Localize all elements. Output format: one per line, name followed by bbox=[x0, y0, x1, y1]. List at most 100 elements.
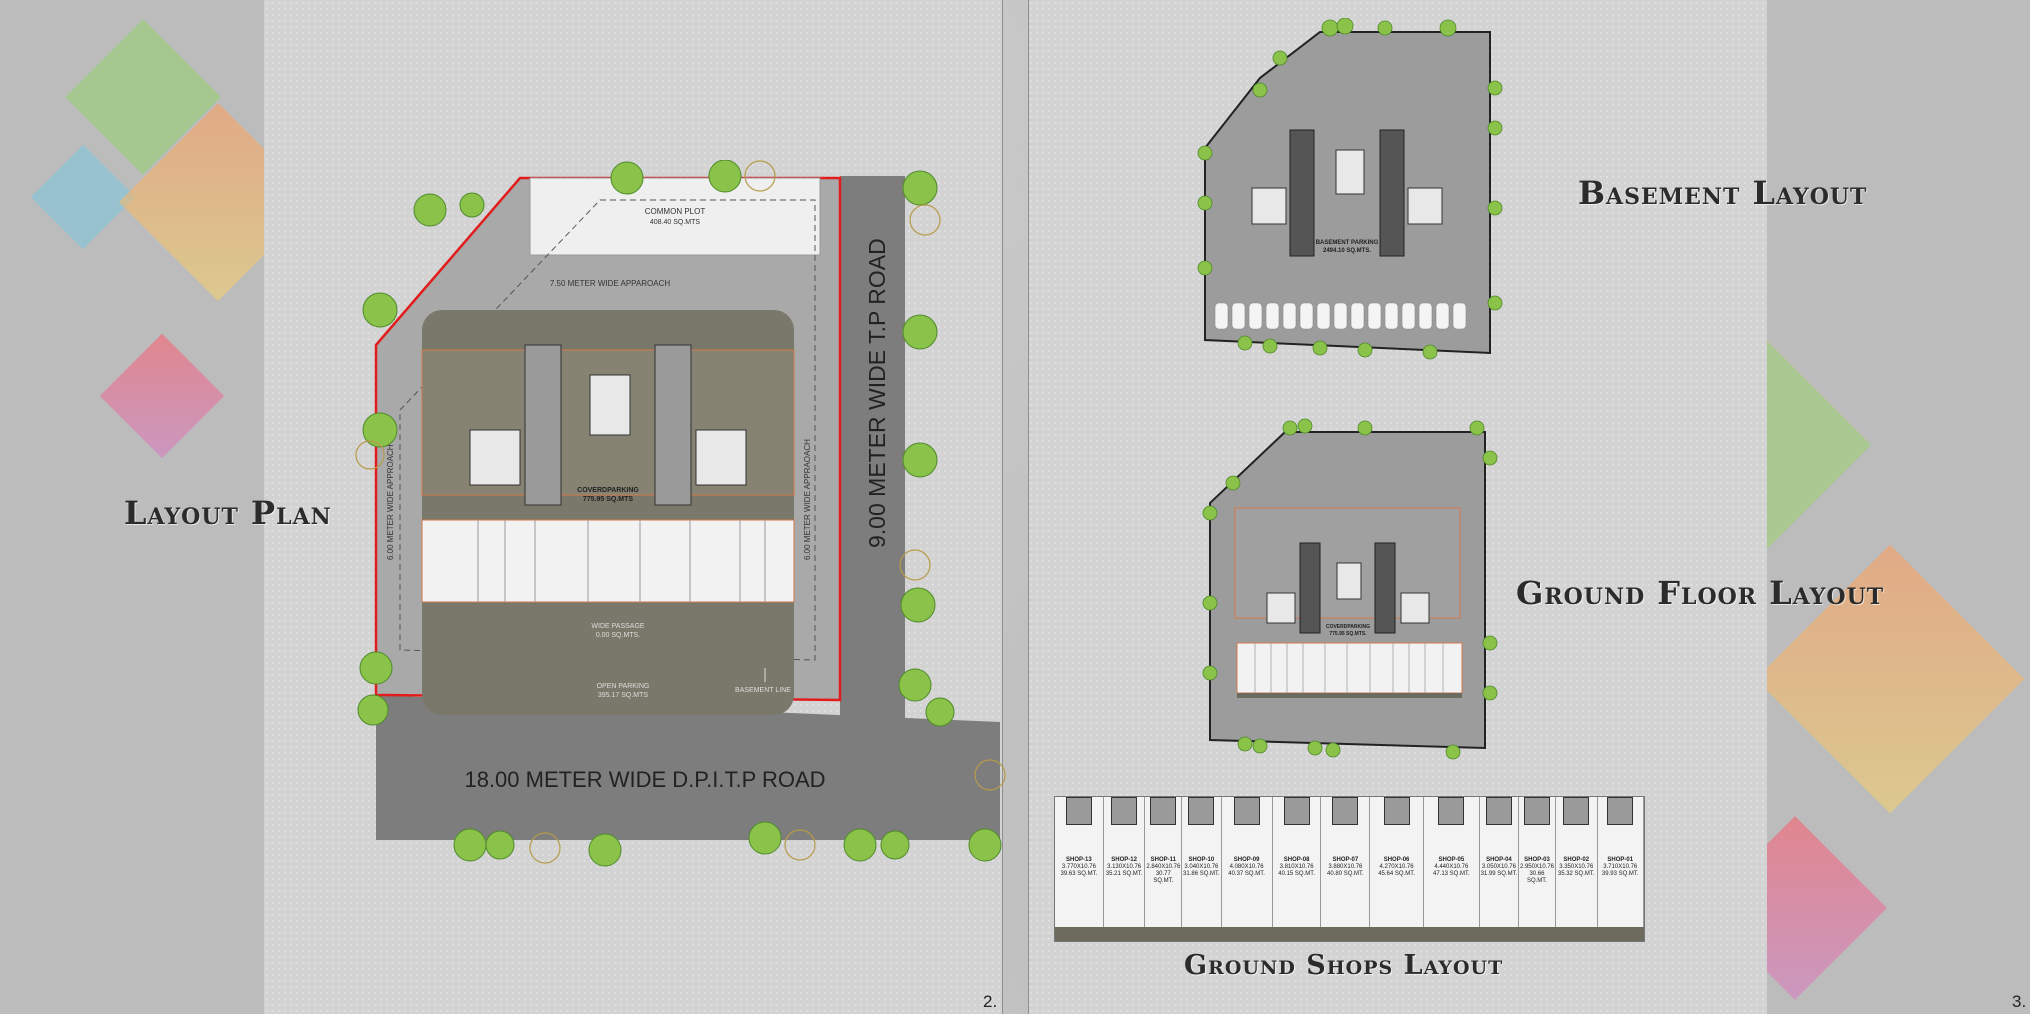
layout-plan-title: Layout Plan bbox=[124, 494, 332, 532]
page-number-left: 2. bbox=[983, 992, 998, 1011]
shop-area: 31.86 SQ.MT. bbox=[1183, 871, 1220, 877]
page-number-right: 3. bbox=[2012, 992, 2027, 1011]
ground-floor-ramp-right bbox=[1374, 542, 1396, 634]
main-road-label: 18.00 METER WIDE D.P.I.T.P ROAD bbox=[464, 767, 825, 792]
shop-stair-icon bbox=[1438, 797, 1465, 825]
basement-trees bbox=[1197, 18, 1503, 360]
common-plot-area: 408.40 SQ.MTS bbox=[650, 219, 701, 226]
basement-ramp-left bbox=[1289, 129, 1315, 257]
shop-size: 3.040X10.76 bbox=[1184, 864, 1219, 870]
basement-parking-area: 2494.10 SQ.MTS. bbox=[1323, 248, 1371, 254]
shop-stair-icon bbox=[1523, 797, 1550, 825]
shop-size: 3.050X10.76 bbox=[1481, 864, 1516, 870]
shop-name: SHOP-08 bbox=[1283, 857, 1310, 863]
ground-floor-layout-drawing: COVERDPARKING 775.95 SQ.MTS. bbox=[1202, 418, 1498, 760]
shop-dividers bbox=[477, 520, 766, 602]
shop-name: SHOP-03 bbox=[1524, 857, 1550, 863]
stair-block-left bbox=[524, 344, 562, 506]
shop-area: 40.37 SQ.MT. bbox=[1228, 871, 1265, 877]
approach-left-label: 6.00 METER WIDE APPROACH bbox=[386, 444, 395, 560]
shop-size: 3.710X10.76 bbox=[1603, 864, 1638, 870]
ground-floor-layout-title: Ground Floor Layout bbox=[1516, 574, 1885, 612]
shop-stair-icon bbox=[1563, 797, 1590, 825]
shop-area: 30.66 SQ.MT. bbox=[1526, 871, 1547, 884]
shop-stair-icon bbox=[1607, 797, 1634, 825]
lift-block-right bbox=[695, 429, 747, 486]
shop-name: SHOP-02 bbox=[1563, 857, 1590, 863]
shop-name: SHOP-11 bbox=[1150, 857, 1177, 863]
layout-plan-drawing: COMMON PLOT 408.40 SQ.MTS 7.50 METER WID… bbox=[355, 160, 1006, 867]
shop-row bbox=[421, 519, 795, 603]
shop-size: 3.350X10.76 bbox=[1559, 864, 1594, 870]
shop-name: SHOP-07 bbox=[1332, 857, 1359, 863]
shop-size: 3.130X10.76 bbox=[1107, 864, 1142, 870]
cover-parking-area: 775.95 SQ.MTS bbox=[583, 496, 634, 503]
wide-passage-area: 0.00 SQ.MTS. bbox=[596, 632, 640, 639]
shop-size: 3.810X10.76 bbox=[1279, 864, 1314, 870]
ground-floor-parking-area: 775.95 SQ.MTS. bbox=[1329, 631, 1367, 637]
approach-right-label: 6.00 METER WIDE APPRAOACH bbox=[803, 439, 812, 560]
basement-ramp-right bbox=[1379, 129, 1405, 257]
basement-line-label: BASEMENT LINE bbox=[735, 687, 791, 694]
basement-layout-title: Basement Layout bbox=[1578, 174, 1868, 212]
ground-floor-parking-name: COVERDPARKING bbox=[1326, 624, 1370, 630]
lift-block-left bbox=[469, 429, 521, 486]
shop-name: SHOP-04 bbox=[1486, 857, 1512, 863]
basement-lift-left bbox=[1251, 187, 1287, 225]
shop-name: SHOP-05 bbox=[1438, 857, 1465, 863]
ground-floor-lift-right bbox=[1400, 592, 1430, 624]
trees bbox=[357, 160, 1002, 867]
shop-stair-icon bbox=[1188, 797, 1215, 825]
basement-lift-right bbox=[1407, 187, 1443, 225]
cover-parking-name: COVERDPARKING bbox=[577, 487, 639, 494]
basement-parked-cars bbox=[1214, 302, 1467, 330]
wide-passage-name: WIDE PASSAGE bbox=[591, 623, 644, 630]
basement-lift-center bbox=[1335, 149, 1365, 195]
shop-stair-icon bbox=[1150, 797, 1177, 825]
approach-top-label: 7.50 METER WIDE APPAROACH bbox=[550, 279, 671, 288]
shop-stair-icon bbox=[1332, 797, 1359, 825]
shop-name: SHOP-13 bbox=[1066, 857, 1092, 863]
shop-area: 40.80 SQ.MT. bbox=[1327, 871, 1364, 877]
shop-area: 39.63 SQ.MT. bbox=[1060, 871, 1098, 877]
stair-block-right bbox=[654, 344, 692, 506]
shop-name: SHOP-06 bbox=[1383, 857, 1410, 863]
shop-name: SHOP-09 bbox=[1233, 857, 1260, 863]
shop-area: 31.99 SQ.MT. bbox=[1480, 871, 1518, 877]
shop-size: 3.770X10.76 bbox=[1061, 864, 1096, 870]
lift-block-center bbox=[589, 374, 631, 436]
ground-floor-ramp-left bbox=[1299, 542, 1321, 634]
ground-floor-shops bbox=[1236, 642, 1463, 694]
shop-area: 45.64 SQ.MT. bbox=[1378, 871, 1415, 877]
shop-stair-icon bbox=[1233, 797, 1260, 825]
tree-sketches bbox=[355, 160, 1006, 864]
shop-area: 35.32 SQ.MT. bbox=[1557, 871, 1595, 877]
ground-floor-lift-left bbox=[1266, 592, 1296, 624]
shop-name: SHOP-10 bbox=[1188, 857, 1215, 863]
ground-shops-layout-title: Ground Shops Layout bbox=[1184, 950, 1504, 981]
shop-area: 39.93 SQ.MT. bbox=[1601, 871, 1639, 877]
shop-size: 3.880X10.76 bbox=[1328, 864, 1363, 870]
page-fold-left bbox=[1002, 0, 1003, 1014]
open-parking-name: OPEN PARKING bbox=[597, 683, 650, 690]
main-road bbox=[376, 695, 1000, 840]
